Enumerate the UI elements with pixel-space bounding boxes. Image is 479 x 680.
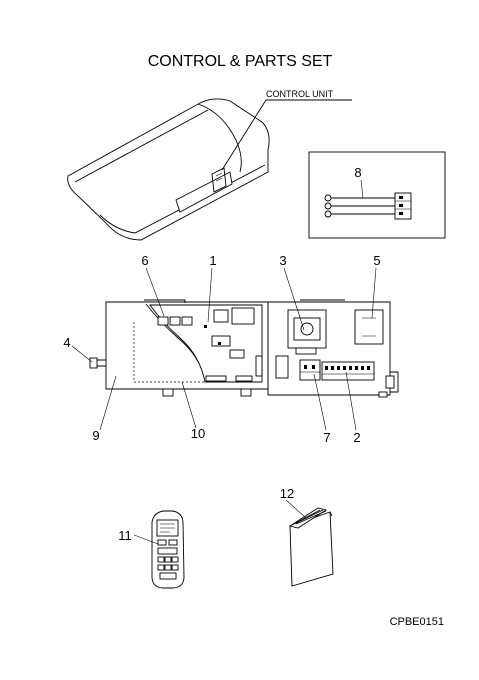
part-number-9: 9 [92,428,99,443]
part-number-4: 4 [63,335,70,350]
part-number-2: 2 [353,430,360,445]
control-unit-label: CONTROL UNIT [266,89,334,99]
remote-controller [151,510,185,589]
part-number-7: 7 [323,430,330,445]
part-number-5: 5 [373,253,380,268]
drawing-code: CPBE0151 [390,616,444,628]
leader-line-12 [285,499,307,519]
leader-lines [71,267,377,431]
part-number-8: 8 [354,165,361,180]
part-number-10: 10 [191,426,205,441]
instruction-manual [288,507,334,587]
part-number-1: 1 [209,253,216,268]
part-number-11: 11 [118,528,132,543]
control-unit-callout: CONTROL UNIT [221,89,352,171]
part-number-6: 6 [141,253,148,268]
control-box-assembly [89,299,399,398]
indoor-unit-housing [67,98,270,241]
part-number-12: 12 [280,486,294,501]
wire-harness-panel: 8 [308,151,446,239]
leader-line-11 [133,534,159,545]
page-title: CONTROL & PARTS SET [148,53,333,70]
part-number-3: 3 [279,253,286,268]
